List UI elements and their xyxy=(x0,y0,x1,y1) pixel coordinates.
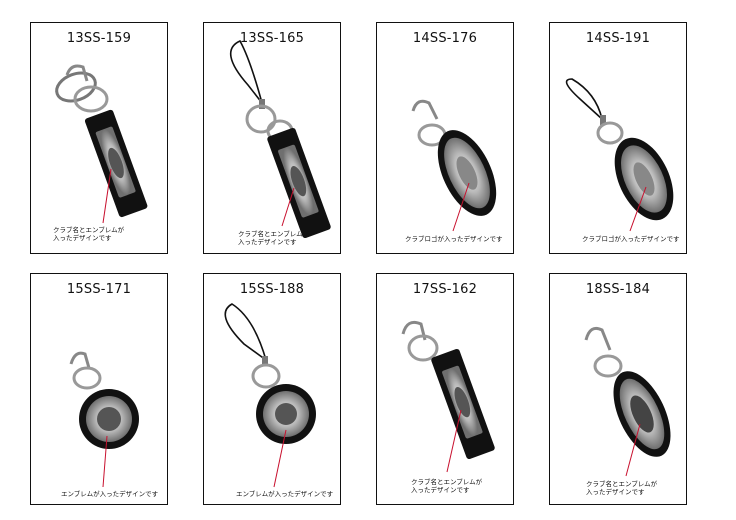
keyholder-round-clasp-image xyxy=(69,351,139,488)
product-card-14ss-176: 14SS-176 クラブロゴが入ったデザインです xyxy=(376,22,514,254)
design-caption: クラブロゴが入ったデザインです xyxy=(582,235,680,243)
keyholder-round-strap-image xyxy=(224,303,316,488)
product-card-17ss-162: 17SS-162 クラブ名とエンブレムが 入ったデザインです xyxy=(376,273,514,505)
keyholder-rect-strap-image xyxy=(230,39,331,239)
product-code: 15SS-188 xyxy=(239,282,305,297)
keyholder-oval-strap-image xyxy=(565,78,674,232)
keyholder-oval-clasp-image xyxy=(411,99,497,232)
product-code: 13SS-159 xyxy=(66,31,132,46)
product-card-13ss-165: 13SS-165 クラブ名とエンブレムが 入ったデザインです xyxy=(203,22,341,254)
design-caption: クラブ名とエンブレムが 入ったデザインです xyxy=(238,230,310,246)
product-card-15ss-188: 15SS-188 エンブレムが入ったデザインです xyxy=(203,273,341,505)
design-caption: クラブロゴが入ったデザインです xyxy=(405,235,503,243)
design-caption: クラブ名とエンブレムが 入ったデザインです xyxy=(53,226,125,242)
keyholder-oval-clasp-image-2 xyxy=(584,326,671,477)
design-caption: エンブレムが入ったデザインです xyxy=(236,490,334,498)
keyholder-rect-clasp-image-2 xyxy=(401,320,495,473)
product-card-14ss-191: 14SS-191 クラブロゴが入ったデザインです xyxy=(549,22,687,254)
product-card-15ss-171: 15SS-171 エンブレムが入ったデザインです xyxy=(30,273,168,505)
product-card-13ss-159: 13SS-159 クラブ名とエンブレムが 入ったデザインです xyxy=(30,22,168,254)
design-caption: クラブ名とエンブレムが 入ったデザインです xyxy=(411,478,483,494)
design-caption: クラブ名とエンブレムが 入ったデザインです xyxy=(586,480,658,496)
product-card-18ss-184: 18SS-184 クラブ名とエンブレムが 入ったデザインです xyxy=(549,273,687,505)
product-code: 14SS-191 xyxy=(585,31,651,46)
product-code: 15SS-171 xyxy=(66,282,132,297)
product-code: 13SS-165 xyxy=(239,31,305,46)
design-caption: エンブレムが入ったデザインです xyxy=(61,490,159,498)
product-code: 17SS-162 xyxy=(412,282,478,297)
keyholder-rect-clasp-image xyxy=(55,64,148,224)
product-code: 18SS-184 xyxy=(585,282,651,297)
product-code: 14SS-176 xyxy=(412,31,478,46)
